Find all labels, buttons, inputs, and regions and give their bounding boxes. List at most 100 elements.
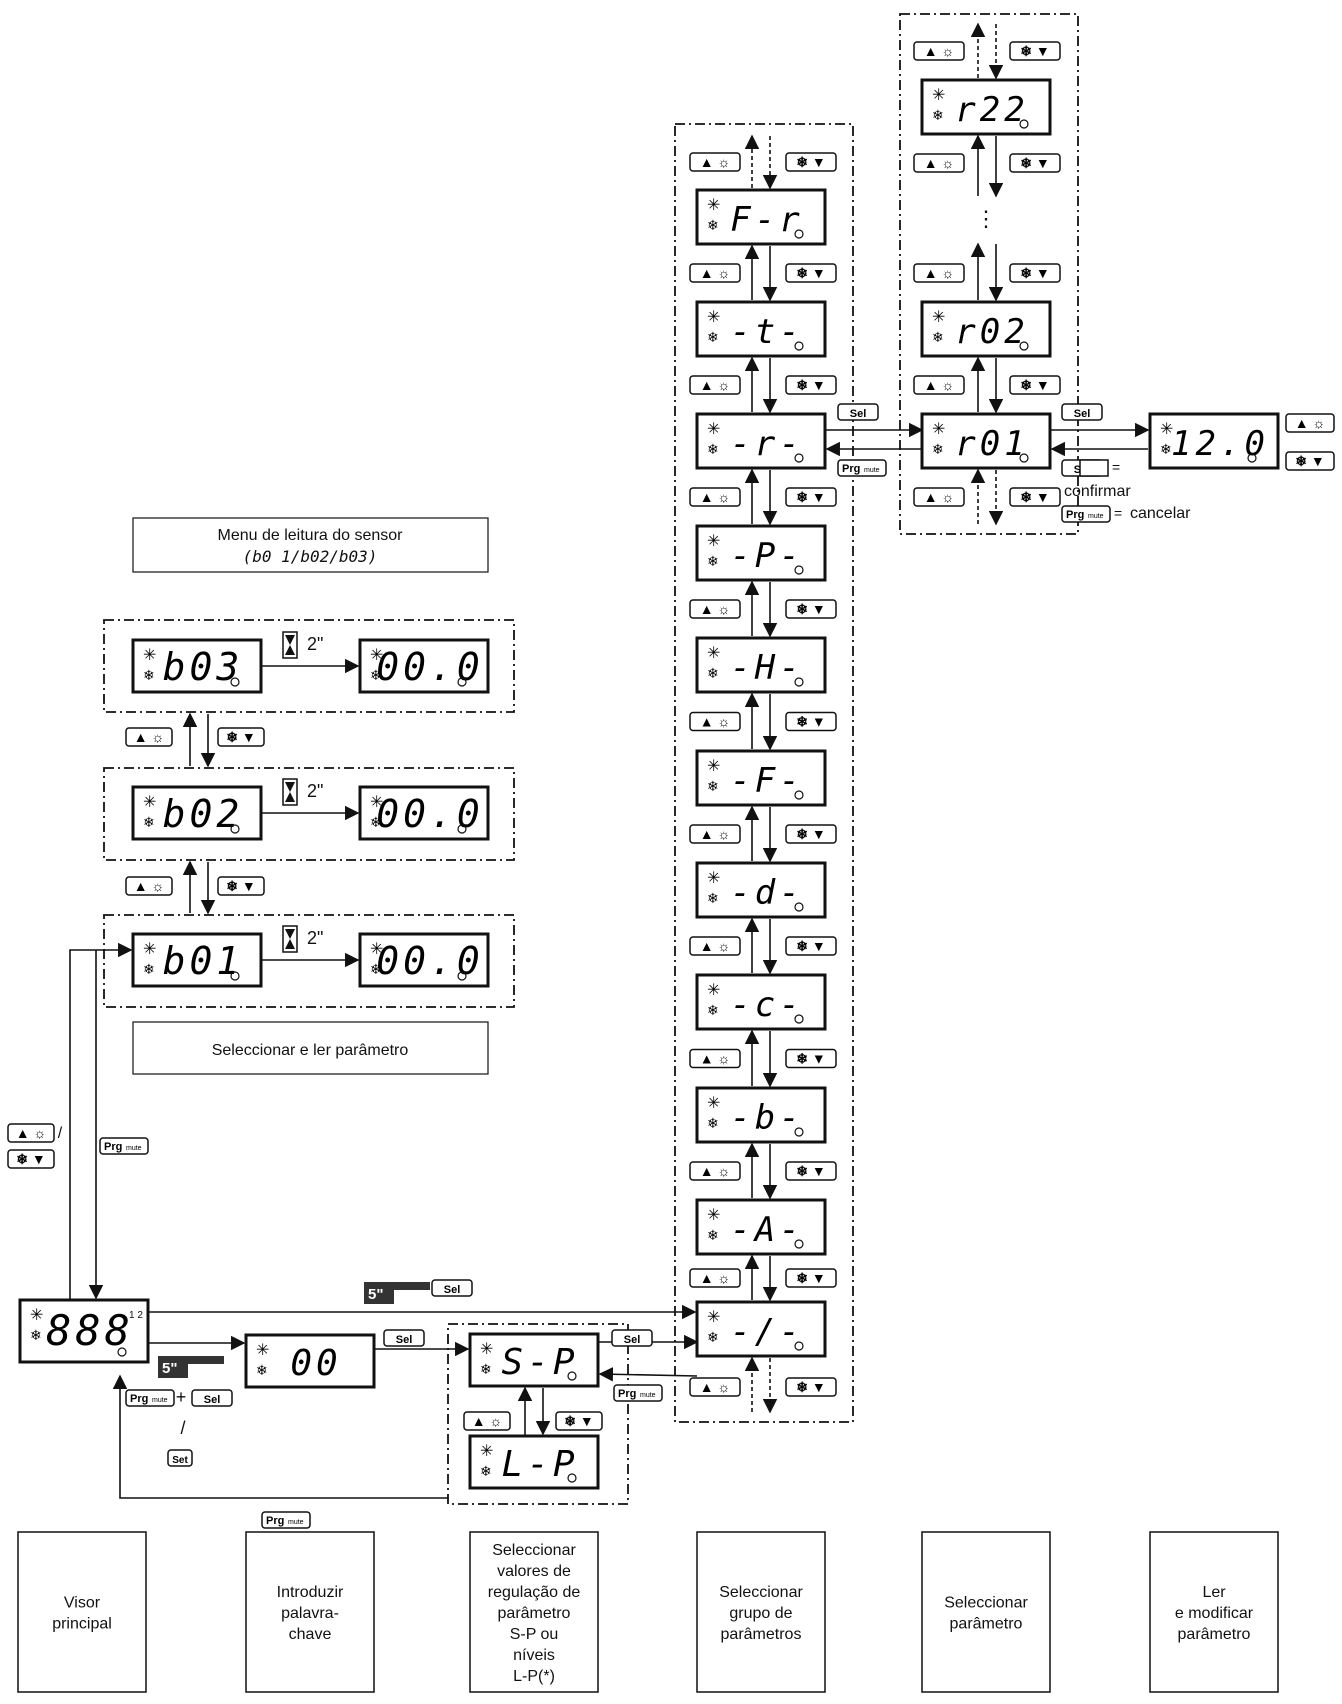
- sensor-menu-title: Menu de leitura do sensor: [218, 527, 404, 544]
- up-key[interactable]: ▲ ☼: [689, 936, 741, 956]
- display-digits: b01: [163, 939, 244, 983]
- up-key[interactable]: ▲ ☼: [689, 263, 741, 283]
- snowflake-icon: ❄: [1160, 441, 1172, 457]
- down-key[interactable]: ❄ ▼: [785, 1377, 837, 1397]
- mute-label: mute: [864, 467, 880, 474]
- down-key[interactable]: ❄ ▼: [785, 1161, 837, 1181]
- down-key[interactable]: ❄ ▼: [1009, 263, 1061, 283]
- up-key[interactable]: ▲ ☼: [689, 1377, 741, 1397]
- up-key[interactable]: ▲ ☼: [689, 1048, 741, 1069]
- up-key-label: ▲ ☼: [134, 878, 165, 894]
- down-key[interactable]: ❄ ▼: [1009, 375, 1061, 395]
- stage-label-line: níveis: [513, 1647, 555, 1664]
- down-key-label: ❄ ▼: [796, 489, 825, 505]
- up-key[interactable]: ▲ ☼: [689, 375, 741, 395]
- down-key[interactable]: ❄ ▼: [785, 599, 837, 619]
- sel-key[interactable]: Sel: [383, 1329, 425, 1347]
- down-key[interactable]: ❄ ▼: [785, 152, 837, 172]
- sun-icon: ✳: [143, 647, 156, 664]
- up-key[interactable]: ▲ ☼: [913, 263, 965, 283]
- down-key[interactable]: ❄ ▼: [217, 727, 265, 747]
- down-key[interactable]: ❄ ▼: [7, 1149, 55, 1169]
- up-key[interactable]: ▲ ☼: [913, 41, 965, 61]
- set-key[interactable]: Set: [167, 1449, 193, 1467]
- down-key[interactable]: ❄ ▼: [1285, 451, 1335, 471]
- up-key[interactable]: ▲ ☼: [689, 711, 741, 732]
- sel-key-label: Sel: [204, 1394, 221, 1406]
- up-key-label: ▲ ☼: [16, 1125, 47, 1141]
- display-digits: 00: [290, 1343, 341, 1384]
- up-key[interactable]: ▲ ☼: [689, 1161, 741, 1181]
- sun-icon: ✳: [707, 1309, 720, 1326]
- down-key[interactable]: ❄ ▼: [1009, 153, 1061, 173]
- status-dot-icon: [230, 971, 240, 981]
- sun-icon: ✳: [370, 647, 383, 664]
- sun-icon: ✳: [370, 794, 383, 811]
- snowflake-icon: ❄: [707, 665, 719, 681]
- stage-label-line: parâmetro: [1178, 1626, 1251, 1643]
- sensor-b03-value-display: ✳❄00.0: [358, 638, 490, 694]
- down-key[interactable]: ❄ ▼: [555, 1411, 603, 1431]
- display-digits: -F-: [730, 761, 803, 801]
- sp-display: ✳❄S-P: [468, 1332, 600, 1388]
- down-key-label: ❄ ▼: [1020, 377, 1049, 393]
- up-key[interactable]: ▲ ☼: [7, 1123, 55, 1143]
- stage-label-line: grupo de: [729, 1605, 792, 1622]
- down-key[interactable]: ❄ ▼: [785, 487, 837, 507]
- display-digits: r22: [955, 90, 1028, 130]
- down-key[interactable]: ❄ ▼: [785, 711, 837, 732]
- up-key[interactable]: ▲ ☼: [689, 152, 741, 172]
- stage-label-box: [696, 1531, 826, 1693]
- down-key-label: ❄ ▼: [1295, 453, 1324, 469]
- sel-key[interactable]: Sel: [1061, 403, 1103, 421]
- up-key[interactable]: ▲ ☼: [913, 153, 965, 173]
- up-key[interactable]: ▲ ☼: [689, 824, 741, 844]
- sel-key[interactable]: Sel: [611, 1329, 653, 1347]
- up-key[interactable]: ▲ ☼: [689, 1268, 741, 1288]
- down-key[interactable]: ❄ ▼: [217, 876, 265, 896]
- down-key[interactable]: ❄ ▼: [785, 1048, 837, 1069]
- snowflake-icon: ❄: [480, 1361, 492, 1377]
- up-key[interactable]: ▲ ☼: [1285, 413, 1335, 433]
- sel-key[interactable]: Sel: [431, 1279, 473, 1297]
- down-key[interactable]: ❄ ▼: [785, 936, 837, 956]
- down-key-label: ❄ ▼: [796, 1270, 825, 1286]
- down-key[interactable]: ❄ ▼: [785, 824, 837, 844]
- mute-label: mute: [1088, 513, 1104, 520]
- display-digits: -d-: [730, 873, 803, 913]
- hold-time-label: 5": [162, 1360, 177, 1377]
- up-key-label: ▲ ☼: [924, 155, 955, 171]
- sun-icon: ✳: [932, 421, 945, 438]
- down-key[interactable]: ❄ ▼: [785, 1268, 837, 1288]
- status-dot-icon: [1019, 453, 1029, 463]
- stage-label-line: Seleccionar: [492, 1542, 576, 1559]
- parameter-groups-column: [674, 123, 854, 1423]
- slash-label: /: [180, 1418, 185, 1438]
- up-key[interactable]: ▲ ☼: [913, 487, 965, 507]
- sel-key[interactable]: Sel: [837, 403, 879, 421]
- status-dot-icon: [794, 1239, 804, 1249]
- down-key[interactable]: ❄ ▼: [1009, 41, 1061, 61]
- down-key[interactable]: ❄ ▼: [785, 375, 837, 395]
- sel-key[interactable]: Sel: [191, 1389, 233, 1407]
- down-key-label: ❄ ▼: [796, 1163, 825, 1179]
- up-key[interactable]: ▲ ☼: [689, 487, 741, 507]
- up-key[interactable]: ▲ ☼: [125, 727, 173, 747]
- down-key[interactable]: ❄ ▼: [785, 263, 837, 283]
- up-key[interactable]: ▲ ☼: [913, 375, 965, 395]
- up-key[interactable]: ▲ ☼: [689, 599, 741, 619]
- set-key-label: Set: [172, 1455, 188, 1466]
- up-key[interactable]: ▲ ☼: [463, 1411, 511, 1431]
- up-key-label: ▲ ☼: [700, 154, 731, 170]
- status-dot-icon: [794, 341, 804, 351]
- prg-label: Prg: [104, 1141, 122, 1153]
- down-key[interactable]: ❄ ▼: [1009, 487, 1061, 507]
- up-key[interactable]: ▲ ☼: [125, 876, 173, 896]
- down-key-label: ❄ ▼: [1020, 265, 1049, 281]
